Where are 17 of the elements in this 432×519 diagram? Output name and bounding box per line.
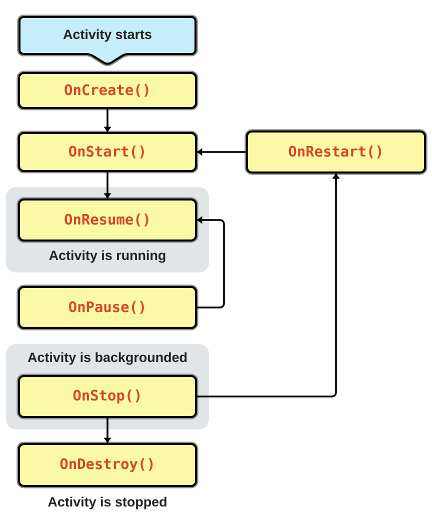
arrow — [196, 216, 225, 308]
method-box: OnRestart() — [244, 129, 428, 175]
arrow — [104, 108, 111, 132]
callout-box: Activity starts — [17, 14, 198, 66]
method-box: OnResume() — [16, 197, 198, 243]
arrow — [104, 171, 111, 199]
method-box: OnStop() — [16, 374, 198, 420]
arrow — [196, 173, 340, 398]
method-box: OnDestroy() — [16, 442, 198, 488]
method-box: OnStart() — [16, 130, 198, 174]
panel-heading: Activity is running — [49, 250, 166, 263]
method-box: OnCreate() — [16, 70, 198, 110]
arrow — [196, 148, 247, 156]
state-caption: Activity is stopped — [48, 496, 166, 510]
method-box: OnPause() — [16, 284, 198, 330]
panel-heading: Activity is backgrounded — [28, 352, 187, 365]
arrow — [104, 417, 111, 444]
